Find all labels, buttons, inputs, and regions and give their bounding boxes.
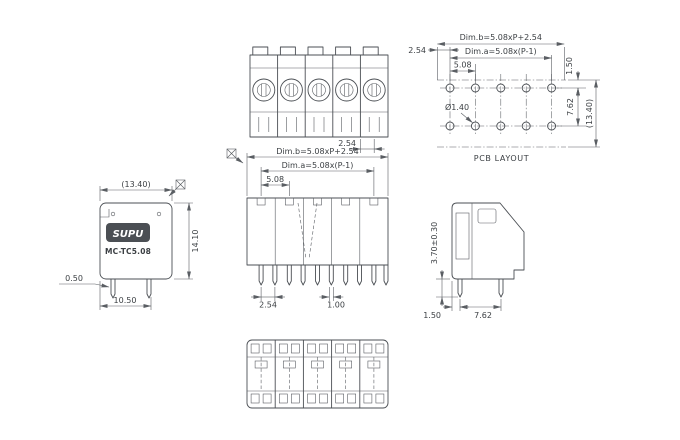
bottom-cell-1 [250, 343, 272, 404]
bottom-cell-3 [307, 343, 328, 404]
section-pin-front [457, 278, 463, 298]
base-depth-label: 10.50 [114, 296, 137, 305]
clamp-slots [258, 117, 380, 132]
dim-pin-pitch: 2.54 [251, 287, 285, 310]
dim-front-a: Dim.a=5.08x(P-1) [260, 161, 375, 196]
brand-logo [106, 223, 150, 242]
dim-top-half-pitch: 2.54 [338, 139, 385, 153]
detail-marker [168, 179, 186, 197]
brand-logo-text: SUPU [113, 229, 144, 240]
pin-offset-label: 1.50 [423, 311, 441, 320]
front-pitch-label: 5.08 [266, 175, 284, 184]
pcb-row-spacing-label: 7.62 [566, 98, 575, 116]
dim-pin-thickness: 0.50 [59, 274, 110, 288]
screw-3 [307, 78, 331, 102]
dim-side-depth: (13.40) [99, 180, 173, 201]
pcb-dim-b-label: Dim.b=5.08xP+2.54 [460, 33, 542, 42]
pcb-edge-offset-label: 1.50 [565, 57, 574, 75]
side-depth-label: (13.40) [121, 180, 150, 189]
pcb-dim-pitch-label: 5.08 [454, 61, 472, 70]
dim-front-pitch: 5.08 [260, 175, 290, 196]
dim-pcb-overall: (13.40) [568, 79, 600, 148]
bottom-cell-5 [363, 343, 385, 404]
section-pin-back [498, 278, 504, 298]
dim-pcb-hole-dia: Ø1.40 [445, 102, 473, 124]
wire-entry-tabs [252, 46, 379, 56]
screw-4 [335, 78, 359, 102]
side-height-label: 14.10 [191, 230, 200, 253]
top-view: 2.54 [249, 46, 389, 153]
bottom-view [246, 339, 389, 409]
bottom-cell-4 [335, 343, 357, 404]
pcb-dim-margin-label: 2.54 [408, 46, 426, 55]
dim-pcb-edge-offset: 1.50 [557, 57, 600, 97]
pcb-dim-a-label: Dim.a=5.08x(P-1) [465, 47, 537, 56]
model-number: MC-TC5.08 [105, 247, 151, 256]
bottom-cell-2 [278, 343, 300, 404]
side-view: SUPU MC-TC5.08 (13.40) 14.10 0.50 [59, 179, 200, 310]
dim-pcb-pitch: 5.08 [449, 61, 476, 83]
dim-pcb-row-spacing: 7.62 [557, 87, 586, 127]
screw-5 [362, 78, 386, 102]
dim-pin-length: 3.70±0.30 [430, 222, 458, 306]
pcb-overall-label: (13.40) [585, 99, 594, 128]
pin-row-spacing-label: 7.62 [474, 311, 492, 320]
pin-length-label: 3.70±0.30 [430, 222, 439, 264]
pcb-layout: Dim.b=5.08xP+2.54 Dim.a=5.08x(P-1) 2.54 … [408, 33, 600, 163]
pin-pitch-label: 2.54 [259, 301, 277, 310]
top-view-dim-label: 2.54 [338, 139, 356, 148]
dim-side-height: 14.10 [174, 202, 200, 280]
front-view: Dim.b=5.08xP+2.54 Dim.a=5.08x(P-1) 5.08 … [226, 147, 389, 310]
dim-pcb-a: Dim.a=5.08x(P-1) [449, 47, 552, 83]
section-view: 3.70±0.30 1.50 7.62 [423, 202, 525, 320]
dim-pcb-b: Dim.b=5.08xP+2.54 [436, 33, 565, 80]
pin-thickness-label: 0.50 [65, 274, 83, 283]
pcb-hole-dia-label: Ø1.40 [445, 102, 469, 112]
dim-pin-width: 1.00 [319, 287, 345, 310]
pin-front [110, 278, 116, 299]
front-dim-a-label: Dim.a=5.08x(P-1) [282, 161, 354, 170]
dim-front-b: Dim.b=5.08xP+2.54 [246, 147, 389, 196]
screw-2 [279, 78, 303, 102]
pin-width-label: 1.00 [327, 301, 345, 310]
screw-1 [252, 78, 276, 102]
pcb-layout-title: PCB LAYOUT [474, 154, 529, 163]
pin-back [146, 278, 152, 299]
dim-pcb-margin: 2.54 [408, 46, 459, 55]
detail-marker-front [226, 148, 244, 164]
pcb-holes [445, 83, 557, 131]
front-slots [256, 197, 379, 206]
dim-pin-row-spacing: 7.62 [459, 299, 502, 320]
solder-pins [258, 264, 389, 286]
front-dim-b-label: Dim.b=5.08xP+2.54 [276, 147, 358, 156]
dim-base-depth: 10.50 [99, 281, 152, 310]
